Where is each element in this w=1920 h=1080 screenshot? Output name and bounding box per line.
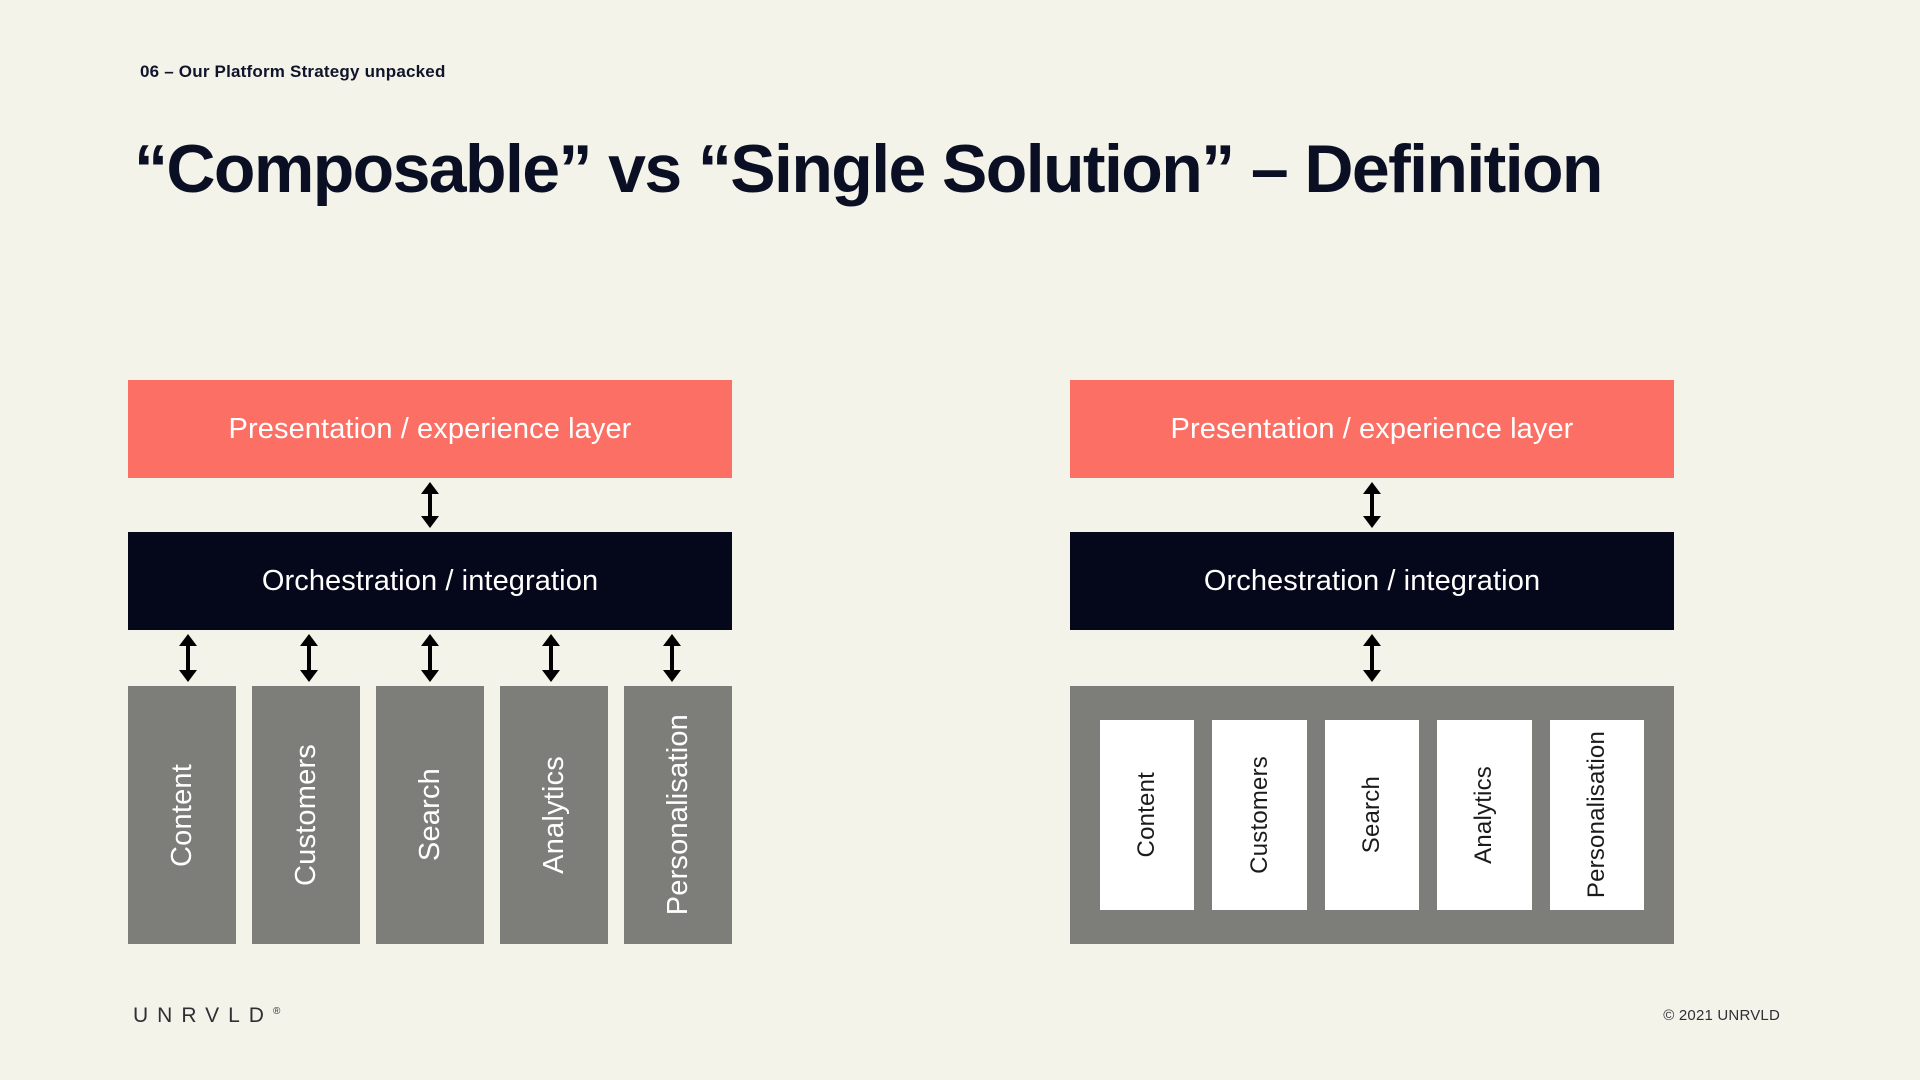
double-arrow-orchestration-monolith-right bbox=[1362, 634, 1382, 682]
diagram-single-solution: Presentation / experience layer Orchestr… bbox=[1070, 380, 1674, 944]
double-arrow-presentation-orchestration-right bbox=[1362, 482, 1382, 528]
service-box-content: Content bbox=[128, 686, 236, 944]
arrow-head-up-icon bbox=[662, 634, 681, 646]
monolith-label-personalisation: Personalisation bbox=[1582, 731, 1610, 899]
monolith-label-search: Search bbox=[1358, 776, 1386, 854]
arrow-head-up-icon bbox=[1363, 634, 1381, 646]
presentation-layer-bar-right: Presentation / experience layer bbox=[1070, 380, 1674, 478]
service-box-search: Search bbox=[376, 686, 484, 944]
connector-gap-orchestration-monolith-right bbox=[1070, 630, 1674, 686]
diagram-composable: Presentation / experience layer Orchestr… bbox=[128, 380, 732, 944]
arrow-head-down-icon bbox=[662, 670, 681, 682]
double-arrow-service-analytics-left bbox=[541, 634, 561, 682]
arrow-shaft bbox=[1370, 643, 1374, 673]
arrow-head-up-icon bbox=[421, 634, 439, 646]
double-arrow-service-customers-left bbox=[299, 634, 319, 682]
arrow-head-down-icon bbox=[300, 670, 319, 682]
arrow-head-down-icon bbox=[541, 670, 560, 682]
service-box-personalisation: Personalisation bbox=[624, 686, 732, 944]
service-label-content: Content bbox=[165, 763, 198, 867]
arrow-shaft bbox=[428, 643, 432, 673]
unrvld-logo: UNRVLD® bbox=[133, 1004, 280, 1028]
arrow-head-down-icon bbox=[421, 670, 439, 682]
double-arrow-service-personalisation-left bbox=[662, 634, 682, 682]
arrow-head-down-icon bbox=[421, 516, 439, 528]
monolith-box-customers: Customers bbox=[1212, 720, 1307, 910]
service-label-personalisation: Personalisation bbox=[661, 714, 694, 916]
arrow-head-up-icon bbox=[541, 634, 560, 646]
monolith-box-analytics: Analytics bbox=[1437, 720, 1532, 910]
orchestration-layer-bar-left: Orchestration / integration bbox=[128, 532, 732, 630]
connector-gap-orchestration-services-left bbox=[128, 630, 732, 686]
arrow-head-up-icon bbox=[1363, 482, 1381, 494]
double-arrow-presentation-orchestration-left bbox=[420, 482, 440, 528]
service-label-customers: Customers bbox=[289, 744, 322, 886]
presentation-layer-bar-left: Presentation / experience layer bbox=[128, 380, 732, 478]
monolith-label-customers: Customers bbox=[1245, 756, 1273, 874]
arrow-shaft bbox=[186, 643, 191, 673]
orchestration-layer-bar-right: Orchestration / integration bbox=[1070, 532, 1674, 630]
page-title: “Composable” vs “Single Solution” – Defi… bbox=[134, 131, 1603, 207]
arrow-shaft bbox=[669, 643, 674, 673]
service-box-analytics: Analytics bbox=[500, 686, 608, 944]
monolith-box-personalisation: Personalisation bbox=[1549, 720, 1645, 910]
connector-gap-presentation-orchestration-right bbox=[1070, 478, 1674, 532]
monolith-label-content: Content bbox=[1133, 772, 1161, 858]
monolith-box-search: Search bbox=[1324, 720, 1420, 910]
service-box-customers: Customers bbox=[252, 686, 360, 944]
arrow-head-down-icon bbox=[1363, 670, 1381, 682]
arrow-shaft bbox=[1370, 491, 1374, 519]
arrow-head-up-icon bbox=[300, 634, 319, 646]
arrow-head-down-icon bbox=[1363, 516, 1381, 528]
connector-gap-presentation-orchestration-left bbox=[128, 478, 732, 532]
arrow-head-down-icon bbox=[179, 670, 198, 682]
copyright-notice: © 2021 UNRVLD bbox=[1663, 1007, 1780, 1024]
service-label-analytics: Analytics bbox=[537, 756, 570, 874]
arrow-head-up-icon bbox=[179, 634, 198, 646]
logo-wordmark: UNRVLD bbox=[133, 1004, 273, 1027]
slide-kicker: 06 – Our Platform Strategy unpacked bbox=[140, 62, 446, 81]
monolith-label-analytics: Analytics bbox=[1470, 766, 1498, 864]
service-label-search: Search bbox=[413, 768, 446, 862]
arrow-head-up-icon bbox=[421, 482, 439, 494]
arrow-shaft bbox=[428, 491, 432, 519]
arrow-shaft bbox=[307, 643, 312, 673]
monolith-container: Content Customers Search Analytics Perso… bbox=[1070, 686, 1674, 944]
double-arrow-service-content-left bbox=[178, 634, 198, 682]
registered-trademark-icon: ® bbox=[272, 1006, 281, 1017]
composable-services-row: Content Customers Search Analytics Perso… bbox=[128, 686, 732, 944]
double-arrow-service-search-left bbox=[420, 634, 440, 682]
arrow-shaft bbox=[548, 643, 553, 673]
monolith-box-content: Content bbox=[1100, 720, 1195, 910]
